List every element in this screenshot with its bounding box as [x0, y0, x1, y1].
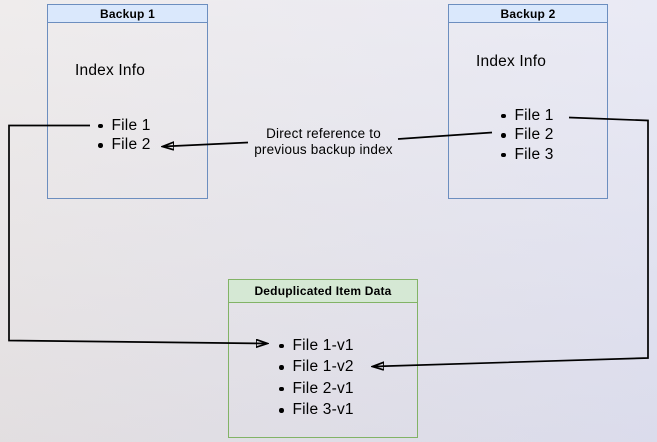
bullet-icon	[98, 123, 103, 128]
bullet-icon	[279, 386, 284, 391]
dedup-box: Deduplicated Item Data File 1-v1 File 1-…	[228, 279, 418, 438]
dedup-title: Deduplicated Item Data	[254, 284, 392, 298]
list-item-label: File 3	[514, 145, 554, 163]
list-item-label: File 3-v1	[292, 401, 354, 419]
backup2-header: Backup 2	[449, 5, 607, 23]
reference-annotation-line1: Direct reference to	[266, 126, 381, 141]
bullet-icon	[279, 408, 284, 413]
list-item-label: File 1	[111, 116, 151, 134]
bullet-icon	[98, 143, 103, 148]
connector-backup2-file2-reference-segment	[397, 131, 493, 140]
backup1-header: Backup 1	[48, 5, 207, 23]
list-item-label: File 1-v1	[292, 336, 354, 354]
bullet-icon	[501, 133, 506, 138]
list-item: File 1-v2	[279, 357, 354, 379]
reference-annotation: Direct reference to previous backup inde…	[238, 126, 409, 157]
backup2-title: Backup 2	[500, 7, 556, 21]
list-item: File 2-v1	[279, 378, 354, 400]
bullet-icon	[501, 113, 506, 118]
list-item-label: File 1	[514, 106, 554, 124]
backup2-file-list: File 1 File 2 File 3	[501, 106, 554, 165]
backup2-box: Backup 2 Index Info File 1 File 2 File 3	[448, 4, 608, 199]
backup1-index-info-label: Index Info	[75, 62, 146, 79]
backup1-box: Backup 1 Index Info File 1 File 2	[47, 4, 208, 199]
connector-backup2-file1-to-dedup-file1v2	[373, 116, 649, 367]
list-item: File 1	[501, 106, 554, 126]
list-item-label: File 2-v1	[292, 379, 354, 397]
bullet-icon	[279, 343, 284, 348]
list-item-label: File 2	[514, 126, 554, 144]
connector-reference-to-backup1-file2-segment	[163, 143, 249, 147]
backup1-title: Backup 1	[100, 7, 155, 21]
connector-backup1-file1-to-dedup-file1v1	[8, 124, 267, 344]
dedup-file-list: File 1-v1 File 1-v2 File 2-v1 File 3-v1	[279, 335, 354, 421]
backup2-index-info-label: Index Info	[476, 53, 547, 70]
backup1-file-list: File 1 File 2	[98, 116, 151, 155]
list-item: File 1	[98, 116, 151, 136]
list-item: File 1-v1	[279, 335, 354, 357]
list-item-label: File 1-v2	[292, 358, 354, 376]
list-item: File 3-v1	[279, 400, 354, 422]
list-item-label: File 2	[111, 136, 151, 154]
list-item: File 3	[501, 145, 554, 165]
reference-annotation-line2: previous backup index	[254, 141, 393, 157]
bullet-icon	[279, 365, 284, 370]
list-item: File 2	[501, 126, 554, 146]
bullet-icon	[501, 152, 506, 157]
list-item: File 2	[98, 136, 151, 156]
dedup-header: Deduplicated Item Data	[229, 280, 417, 303]
